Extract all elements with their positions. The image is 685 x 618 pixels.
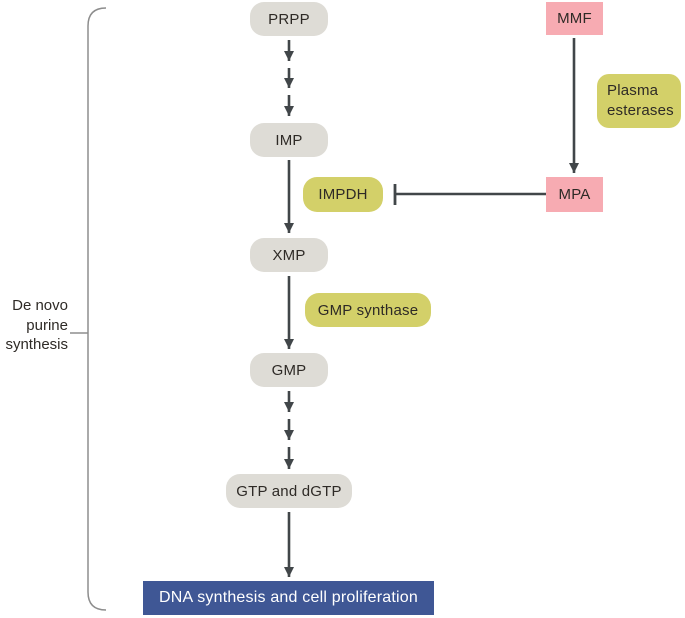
node-imp: IMP [250, 123, 328, 157]
node-mmf-drug: MMF [546, 2, 603, 35]
de-novo-bracket [87, 7, 107, 611]
node-impdh-enzyme: IMPDH [303, 177, 383, 212]
node-prpp: PRPP [250, 2, 328, 36]
node-dna-synthesis-outcome: DNA synthesis and cell proliferation [143, 581, 434, 615]
node-gmp: GMP [250, 353, 328, 387]
de-novo-purine-synthesis-label: De novo purine synthesis [5, 297, 68, 353]
node-xmp: XMP [250, 238, 328, 272]
node-gtp-and-dgtp: GTP and dGTP [226, 474, 352, 508]
node-plasma-esterases-enzyme: Plasma esterases [597, 74, 681, 128]
node-gmp-synthase-enzyme: GMP synthase [305, 293, 431, 327]
node-mpa-drug: MPA [546, 177, 603, 212]
